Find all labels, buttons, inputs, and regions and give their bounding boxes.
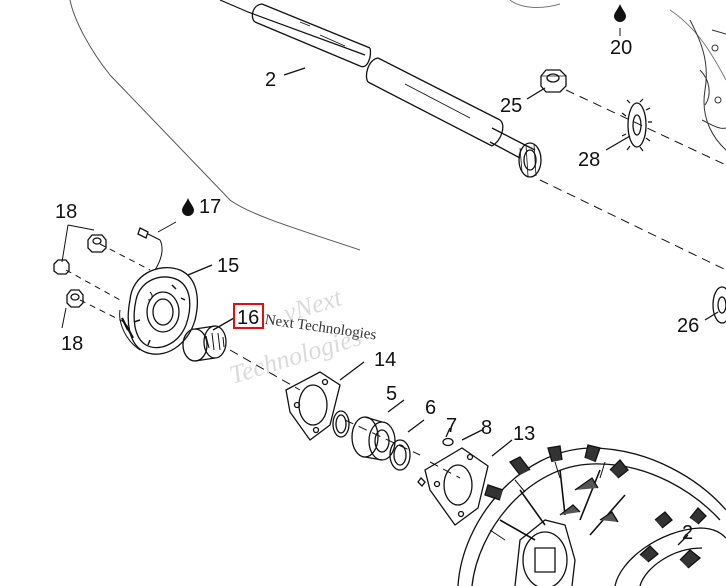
drive-sprocket-right [614,507,726,586]
callout-17: 17 [199,196,222,218]
callout-28: 28 [578,149,601,171]
sprocket-part-26 [712,286,726,324]
housing-outline [69,0,361,251]
leader-5 [387,399,405,413]
callout-16-highlight [233,303,264,329]
housing-part-15 [119,267,198,355]
oil-drop-icon [182,198,194,216]
callout-8: 8 [481,417,493,439]
nut-part-25 [540,69,567,93]
callout-13: 13 [513,423,536,445]
gasket-part-14 [285,371,341,441]
callout-6: 6 [425,397,437,419]
leader-26 [704,311,719,321]
callout-25: 25 [500,95,523,117]
bearing-part-5 [351,416,396,461]
leader-8 [461,429,483,441]
leader-2 [283,67,306,76]
nut-part-18-mid [53,259,70,275]
callout-26: 26 [677,315,700,337]
cup-part-16 [182,325,227,362]
nut-part-18-low [66,289,84,308]
stud-part-17 [137,227,163,271]
oil-drop-icon [614,4,626,22]
callout-18-bottom: 18 [61,333,84,355]
leader-7 [445,427,451,438]
drive-sprocket [457,444,726,586]
engine-housing [689,19,726,151]
washer-part-6 [389,439,411,471]
leader-2b [677,534,689,546]
callout-16: 16 [237,307,260,329]
shaft-centerline [539,179,726,271]
oring-part-7 [442,437,454,447]
leader-6 [407,419,425,433]
callout-18-top: 18 [55,201,78,223]
gasket-part-13 [424,447,489,526]
callout-5: 5 [386,383,398,405]
shaft-part-2 [219,0,542,178]
sprocket-part-28 [621,98,652,152]
leader-16 [212,317,235,331]
callout-2: 2 [265,69,277,91]
leader-13 [491,439,513,457]
callout-2b: 2 [682,522,694,544]
callout-14: 14 [374,349,397,371]
callout-7: 7 [446,415,458,437]
pin-part-8 [417,477,426,487]
leader-15 [187,264,213,276]
nut-part-18-top [87,234,107,253]
ring-small [332,410,350,438]
leader-14 [339,361,365,381]
callout-15: 15 [217,255,240,277]
callout-20: 20 [610,37,633,59]
leader-28 [605,135,631,151]
leader-25 [526,87,546,100]
